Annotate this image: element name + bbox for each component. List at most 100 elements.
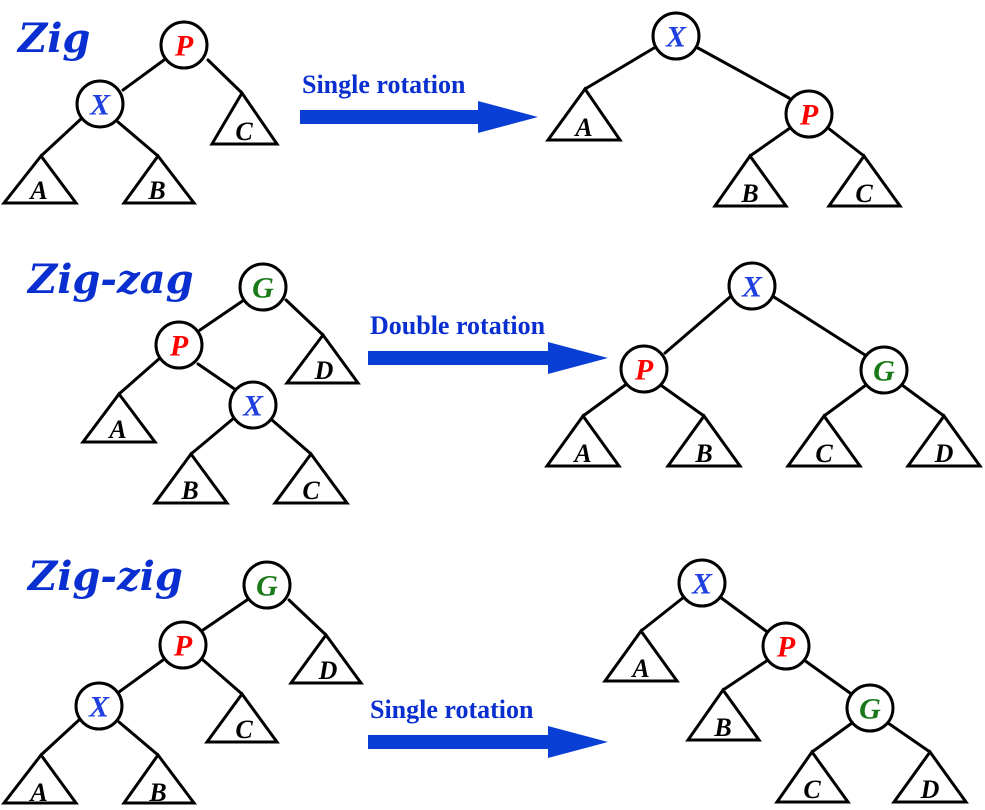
node-label-p: P xyxy=(799,99,819,132)
zigzig-caption: Single rotation xyxy=(370,695,534,724)
edge xyxy=(810,721,854,754)
node-circle-p xyxy=(154,320,204,370)
node-circle-p xyxy=(158,620,208,670)
subtree-triangle-a xyxy=(602,628,680,683)
subtree-label-a: A xyxy=(630,654,649,683)
subtree-label-c: C xyxy=(803,775,821,804)
subtree-label-b: B xyxy=(147,176,165,205)
subtree-label-a: A xyxy=(28,778,47,807)
zig-after-tree: A B C X P xyxy=(545,11,903,208)
edge xyxy=(581,381,630,418)
node-circle-x xyxy=(651,11,701,61)
node-label-p: P xyxy=(174,30,194,63)
node-circle-x xyxy=(228,380,278,430)
node-circle-g xyxy=(238,262,288,312)
zigzag-after-tree: A B C D X P G xyxy=(544,261,983,468)
subtree-triangle-a xyxy=(544,413,622,468)
edge xyxy=(196,362,238,392)
subtree-label-c: C xyxy=(855,179,873,208)
node-label-g: G xyxy=(256,570,278,603)
subtree-triangle-b xyxy=(121,153,198,205)
edge xyxy=(886,721,932,754)
subtree-label-c: C xyxy=(302,476,320,505)
edge xyxy=(696,46,791,100)
node-label-g: G xyxy=(252,272,274,305)
zig-section: Zig C A B P X Single rotation xyxy=(0,11,903,208)
node-label-p: P xyxy=(169,330,189,363)
subtree-triangle-b xyxy=(712,153,789,208)
subtree-triangle-c xyxy=(826,153,903,208)
node-circle-x xyxy=(74,681,124,731)
subtree-triangle-a xyxy=(545,86,623,142)
edge xyxy=(284,298,325,337)
subtree-label-a: A xyxy=(572,439,591,468)
subtree-label-a: A xyxy=(573,113,592,142)
subtree-triangle-b xyxy=(685,687,762,742)
edge xyxy=(270,418,313,456)
subtree-label-a: A xyxy=(107,415,126,444)
node-label-x: X xyxy=(88,691,110,724)
subtree-triangle-b xyxy=(665,413,743,468)
zig-title: Zig xyxy=(16,15,90,62)
edge xyxy=(900,383,946,418)
edge xyxy=(583,46,656,91)
node-circle-x xyxy=(677,558,727,608)
edge xyxy=(206,58,244,95)
zig-caption: Single rotation xyxy=(302,70,466,99)
subtree-label-b: B xyxy=(694,439,712,468)
subtree-label-b: B xyxy=(148,778,166,807)
node-circle-p xyxy=(761,621,811,671)
node-label-p: P xyxy=(634,354,654,387)
edge xyxy=(117,658,165,694)
node-circle-g xyxy=(859,345,909,395)
subtree-label-a: A xyxy=(28,176,47,205)
node-circle-x xyxy=(75,79,125,129)
subtree-triangle-a xyxy=(0,752,79,805)
edge xyxy=(117,720,160,757)
subtree-triangle-c xyxy=(785,413,863,468)
zigzag-arrow xyxy=(368,342,608,374)
subtree-label-b: B xyxy=(740,179,758,208)
zigzag-section: Zig-zag D A B C G P X Double rotation xyxy=(26,256,983,505)
subtree-triangle-c xyxy=(209,90,280,146)
zigzig-title: Zig-zig xyxy=(26,553,183,600)
edge xyxy=(772,295,867,357)
subtree-label-d: D xyxy=(314,356,334,385)
subtree-triangle-d xyxy=(288,632,364,685)
subtree-label-c: C xyxy=(235,117,253,146)
subtree-triangle-a xyxy=(80,391,158,444)
subtree-label-c: C xyxy=(815,439,833,468)
edge xyxy=(39,718,81,757)
node-circle-p xyxy=(159,20,209,70)
subtree-label-d: D xyxy=(934,439,954,468)
edge xyxy=(116,120,160,158)
zig-before-tree: C A B P X xyxy=(0,20,280,205)
subtree-triangle-b xyxy=(121,752,197,805)
edge xyxy=(189,416,236,456)
edge xyxy=(117,356,162,396)
subtree-label-b: B xyxy=(713,713,731,742)
edge xyxy=(721,658,770,692)
node-label-g: G xyxy=(859,693,881,726)
edge xyxy=(748,126,792,158)
subtree-triangle-c xyxy=(272,451,350,505)
edge xyxy=(39,116,84,158)
edge xyxy=(201,598,249,632)
zigzig-arrow xyxy=(368,726,608,758)
zig-arrow xyxy=(300,101,538,133)
edge xyxy=(287,598,328,637)
zigzig-before-tree: D C A B G P X xyxy=(0,560,364,807)
edge xyxy=(718,595,768,633)
zigzag-before-tree: D A B C G P X xyxy=(80,262,361,505)
node-label-x: X xyxy=(665,21,687,54)
subtree-triangle-c xyxy=(204,691,280,744)
node-label-x: X xyxy=(89,89,111,122)
node-label-x: X xyxy=(691,568,713,601)
edge xyxy=(201,658,244,696)
subtree-label-c: C xyxy=(235,715,253,744)
edge xyxy=(121,58,166,92)
zigzag-title: Zig-zag xyxy=(26,256,194,303)
node-circle-g xyxy=(845,683,895,733)
node-circle-x xyxy=(727,261,777,311)
subtree-triangle-a xyxy=(0,153,79,205)
